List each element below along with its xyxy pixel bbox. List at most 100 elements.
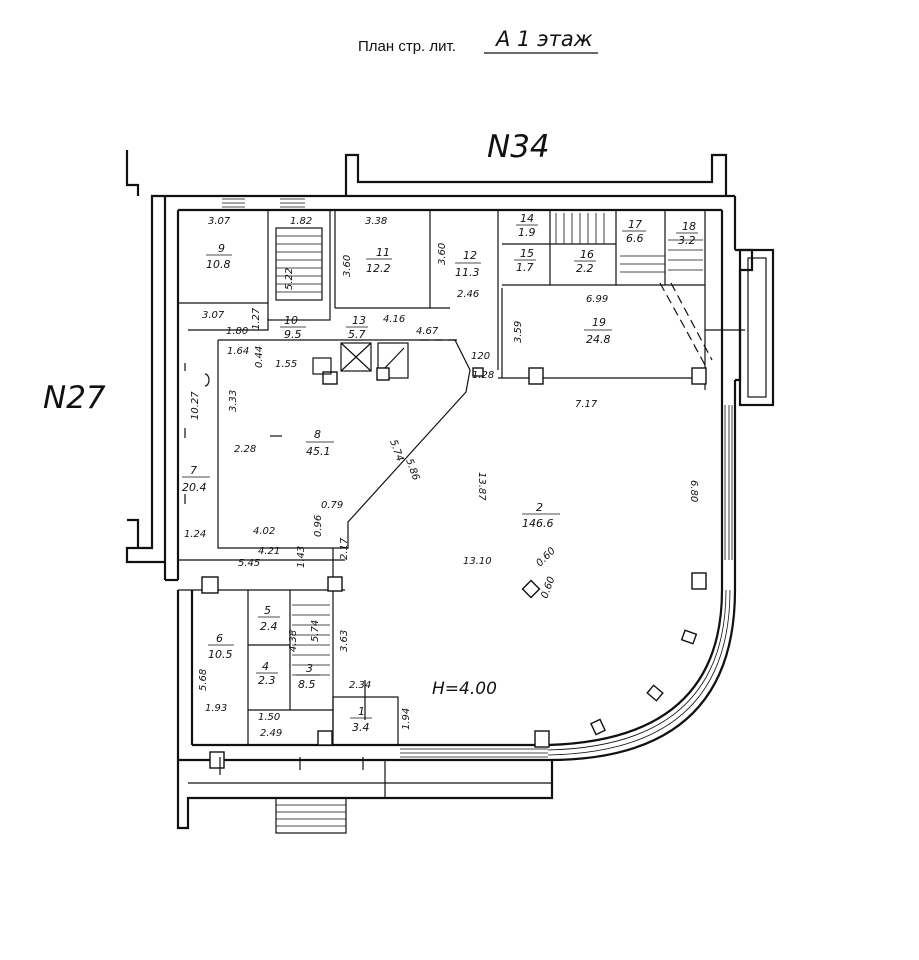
plan-title-value: А 1 этаж <box>494 27 593 51</box>
dim-label: 1.43 <box>296 546 307 568</box>
dim-label: 1.55 <box>275 359 297 370</box>
dim-label: 5.74 <box>310 620 321 642</box>
room-label-15: 15 1.7 <box>514 247 536 274</box>
dim-label: 2.28 <box>234 444 256 455</box>
svg-text:15: 15 <box>520 247 534 260</box>
dim-label: 3.38 <box>365 216 387 227</box>
svg-text:10.8: 10.8 <box>206 258 231 271</box>
svg-text:10: 10 <box>284 314 298 327</box>
svg-text:1.9: 1.9 <box>518 226 536 239</box>
svg-text:20.4: 20.4 <box>182 481 207 494</box>
columns <box>201 367 707 769</box>
dim-label: 6.80 <box>688 480 699 502</box>
room-label-10: 10 9.5 <box>280 314 306 341</box>
svg-text:45.1: 45.1 <box>306 445 331 458</box>
shaft-symbols <box>312 342 409 385</box>
dim-label: 0.96 <box>313 515 324 537</box>
dim-label: 3.60 <box>437 243 448 265</box>
svg-text:9: 9 <box>218 242 225 255</box>
room-label-1: 1 3.4 <box>350 705 372 734</box>
dim-label: 3.07 <box>202 310 225 321</box>
dim-label: 5.68 <box>198 669 209 691</box>
dim-label: 13.10 <box>463 556 492 567</box>
svg-text:3: 3 <box>306 662 313 675</box>
svg-text:9.5: 9.5 <box>284 328 302 341</box>
room-label-18: 18 3.2 <box>676 220 698 247</box>
dim-label: 6.99 <box>586 294 608 305</box>
dim-label: 5.45 <box>238 558 260 569</box>
dim-label: 0.60 <box>539 575 557 600</box>
room-label-13: 13 5.7 <box>346 314 368 341</box>
window-top-2 <box>280 198 305 208</box>
dim-label: 5.86 <box>403 457 421 482</box>
svg-text:2.2: 2.2 <box>576 262 594 275</box>
dashed-lines <box>420 282 713 366</box>
dim-label: 1.82 <box>290 216 312 227</box>
svg-text:6.6: 6.6 <box>626 232 644 245</box>
room-label-12: 12 11.3 <box>455 249 481 279</box>
dim-label: 4.38 <box>288 630 299 652</box>
svg-text:11: 11 <box>376 246 390 259</box>
room-label-8: 8 45.1 <box>306 428 334 458</box>
street-label-left: N27 <box>43 380 106 416</box>
svg-text:16: 16 <box>580 248 594 261</box>
dim-label: 3.59 <box>513 321 524 343</box>
svg-text:8.5: 8.5 <box>298 678 316 691</box>
dim-label: 0.79 <box>321 500 343 511</box>
svg-text:6: 6 <box>216 632 223 645</box>
street-label-top: N34 <box>487 129 550 165</box>
svg-text:14: 14 <box>520 212 534 225</box>
dim-label: 1.27 <box>251 307 262 330</box>
svg-text:7: 7 <box>190 464 197 477</box>
svg-text:2.3: 2.3 <box>258 674 276 687</box>
dim-label: 4.67 <box>416 326 439 337</box>
dim-label: 1.24 <box>184 529 206 540</box>
svg-text:17: 17 <box>628 218 642 231</box>
svg-text:4: 4 <box>262 660 269 673</box>
svg-text:2: 2 <box>536 501 543 514</box>
svg-text:12: 12 <box>463 249 477 262</box>
plan-title-label: План стр. лит. <box>358 38 456 55</box>
stairs-main <box>275 227 323 301</box>
window-top-1 <box>222 198 245 208</box>
dim-label: 4.16 <box>383 314 405 325</box>
dim-label: 0.60 <box>534 546 558 570</box>
svg-text:12.2: 12.2 <box>366 262 391 275</box>
room-label-6: 6 10.5 <box>208 632 234 661</box>
svg-text:3.4: 3.4 <box>352 721 370 734</box>
dim-label: 10.27 <box>190 391 201 420</box>
svg-text:8: 8 <box>314 428 321 441</box>
room-label-3: 3 8.5 <box>296 662 320 691</box>
room-label-7: 7 20.4 <box>182 464 210 494</box>
dim-label: 5.74 <box>387 438 405 463</box>
dim-label: 2.49 <box>260 728 282 739</box>
dim-label: 1.64 <box>227 346 249 357</box>
svg-text:1.7: 1.7 <box>516 261 534 274</box>
neighbour-building-top <box>344 153 728 195</box>
room-label-14: 14 1.9 <box>516 212 538 239</box>
svg-text:2.4: 2.4 <box>260 620 278 633</box>
svg-text:5: 5 <box>264 604 271 617</box>
dim-label: 2.34 <box>349 680 371 691</box>
room-label-2: 2 146.6 <box>522 501 560 530</box>
dim-label: 7.17 <box>575 399 598 410</box>
room-label-5: 5 2.4 <box>258 604 280 633</box>
dim-label: 120 <box>471 351 490 362</box>
room-label-4: 4 2.3 <box>256 660 278 687</box>
room-label-9: 9 10.8 <box>206 242 232 271</box>
interior-walls <box>178 209 706 746</box>
dim-label: 2.17 <box>339 537 350 560</box>
window-bottom <box>400 748 548 758</box>
stairs-lower <box>292 604 330 676</box>
svg-text:3.2: 3.2 <box>678 234 696 247</box>
dim-label: 3.60 <box>342 255 353 277</box>
dim-label: 3.33 <box>228 390 239 412</box>
dim-label: 3.07 <box>208 216 231 227</box>
svg-text:13: 13 <box>352 314 366 327</box>
svg-text:146.6: 146.6 <box>522 517 554 530</box>
dim-label: 1.94 <box>401 708 412 730</box>
dim-label: 1.93 <box>205 703 227 714</box>
window-right <box>724 405 733 560</box>
dim-label: 1.28 <box>472 370 494 381</box>
svg-text:1: 1 <box>358 705 365 718</box>
